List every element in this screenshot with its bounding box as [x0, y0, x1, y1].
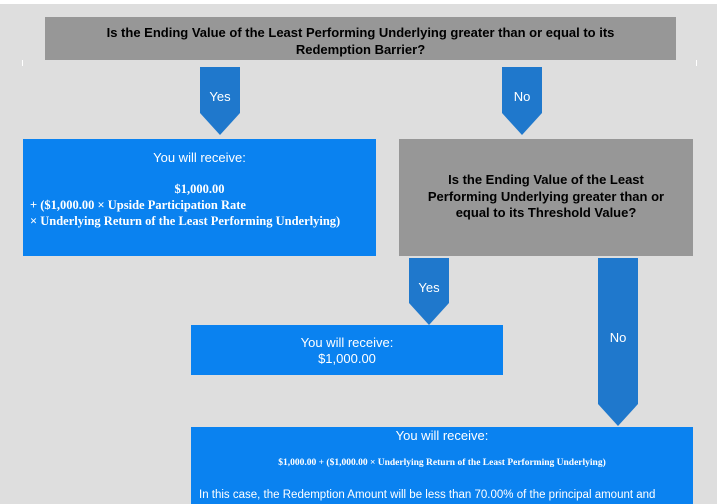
decision-text: Is the Ending Value of the Least Perform… [427, 172, 665, 220]
decision-box-threshold-value: Is the Ending Value of the Least Perform… [399, 139, 693, 256]
yes-label: Yes [418, 280, 440, 295]
decision-box-redemption-barrier: Is the Ending Value of the Least Perform… [45, 17, 676, 60]
outcome-heading: You will receive: [153, 150, 246, 165]
outcome-amount: $1,000.00 [318, 351, 376, 366]
separator-tick-left [22, 60, 23, 66]
outcome-box-par: You will receive: $1,000.00 [191, 325, 503, 375]
outcome-formula-line-2: × Underlying Return of the Least Perform… [30, 214, 341, 228]
yes-label: Yes [209, 89, 231, 104]
outcome-box-upside: You will receive: $1,000.00 + ($1,000.00… [23, 139, 376, 256]
decision-text: Is the Ending Value of the Least Perform… [106, 25, 615, 57]
outcome-formula: $1,000.00 + ($1,000.00 × Underlying Retu… [278, 458, 606, 468]
outcome-amount: $1,000.00 [174, 182, 225, 196]
yes-arrow [409, 258, 449, 325]
no-arrow [502, 67, 542, 135]
no-label: No [609, 330, 627, 345]
outcome-heading: You will receive: [395, 428, 489, 443]
outcome-heading: You will receive: [300, 335, 394, 350]
outcome-note: In this case, the Redemption Amount will… [199, 489, 656, 501]
separator-tick-right [696, 60, 697, 66]
page-top-band [0, 0, 717, 4]
no-arrow [598, 258, 638, 426]
outcome-box-loss: You will receive: $1,000.00 + ($1,000.00… [191, 427, 693, 504]
outcome-formula-line-1: + ($1,000.00 × Upside Participation Rate [30, 198, 246, 212]
yes-arrow [200, 67, 240, 135]
no-label: No [513, 89, 531, 104]
